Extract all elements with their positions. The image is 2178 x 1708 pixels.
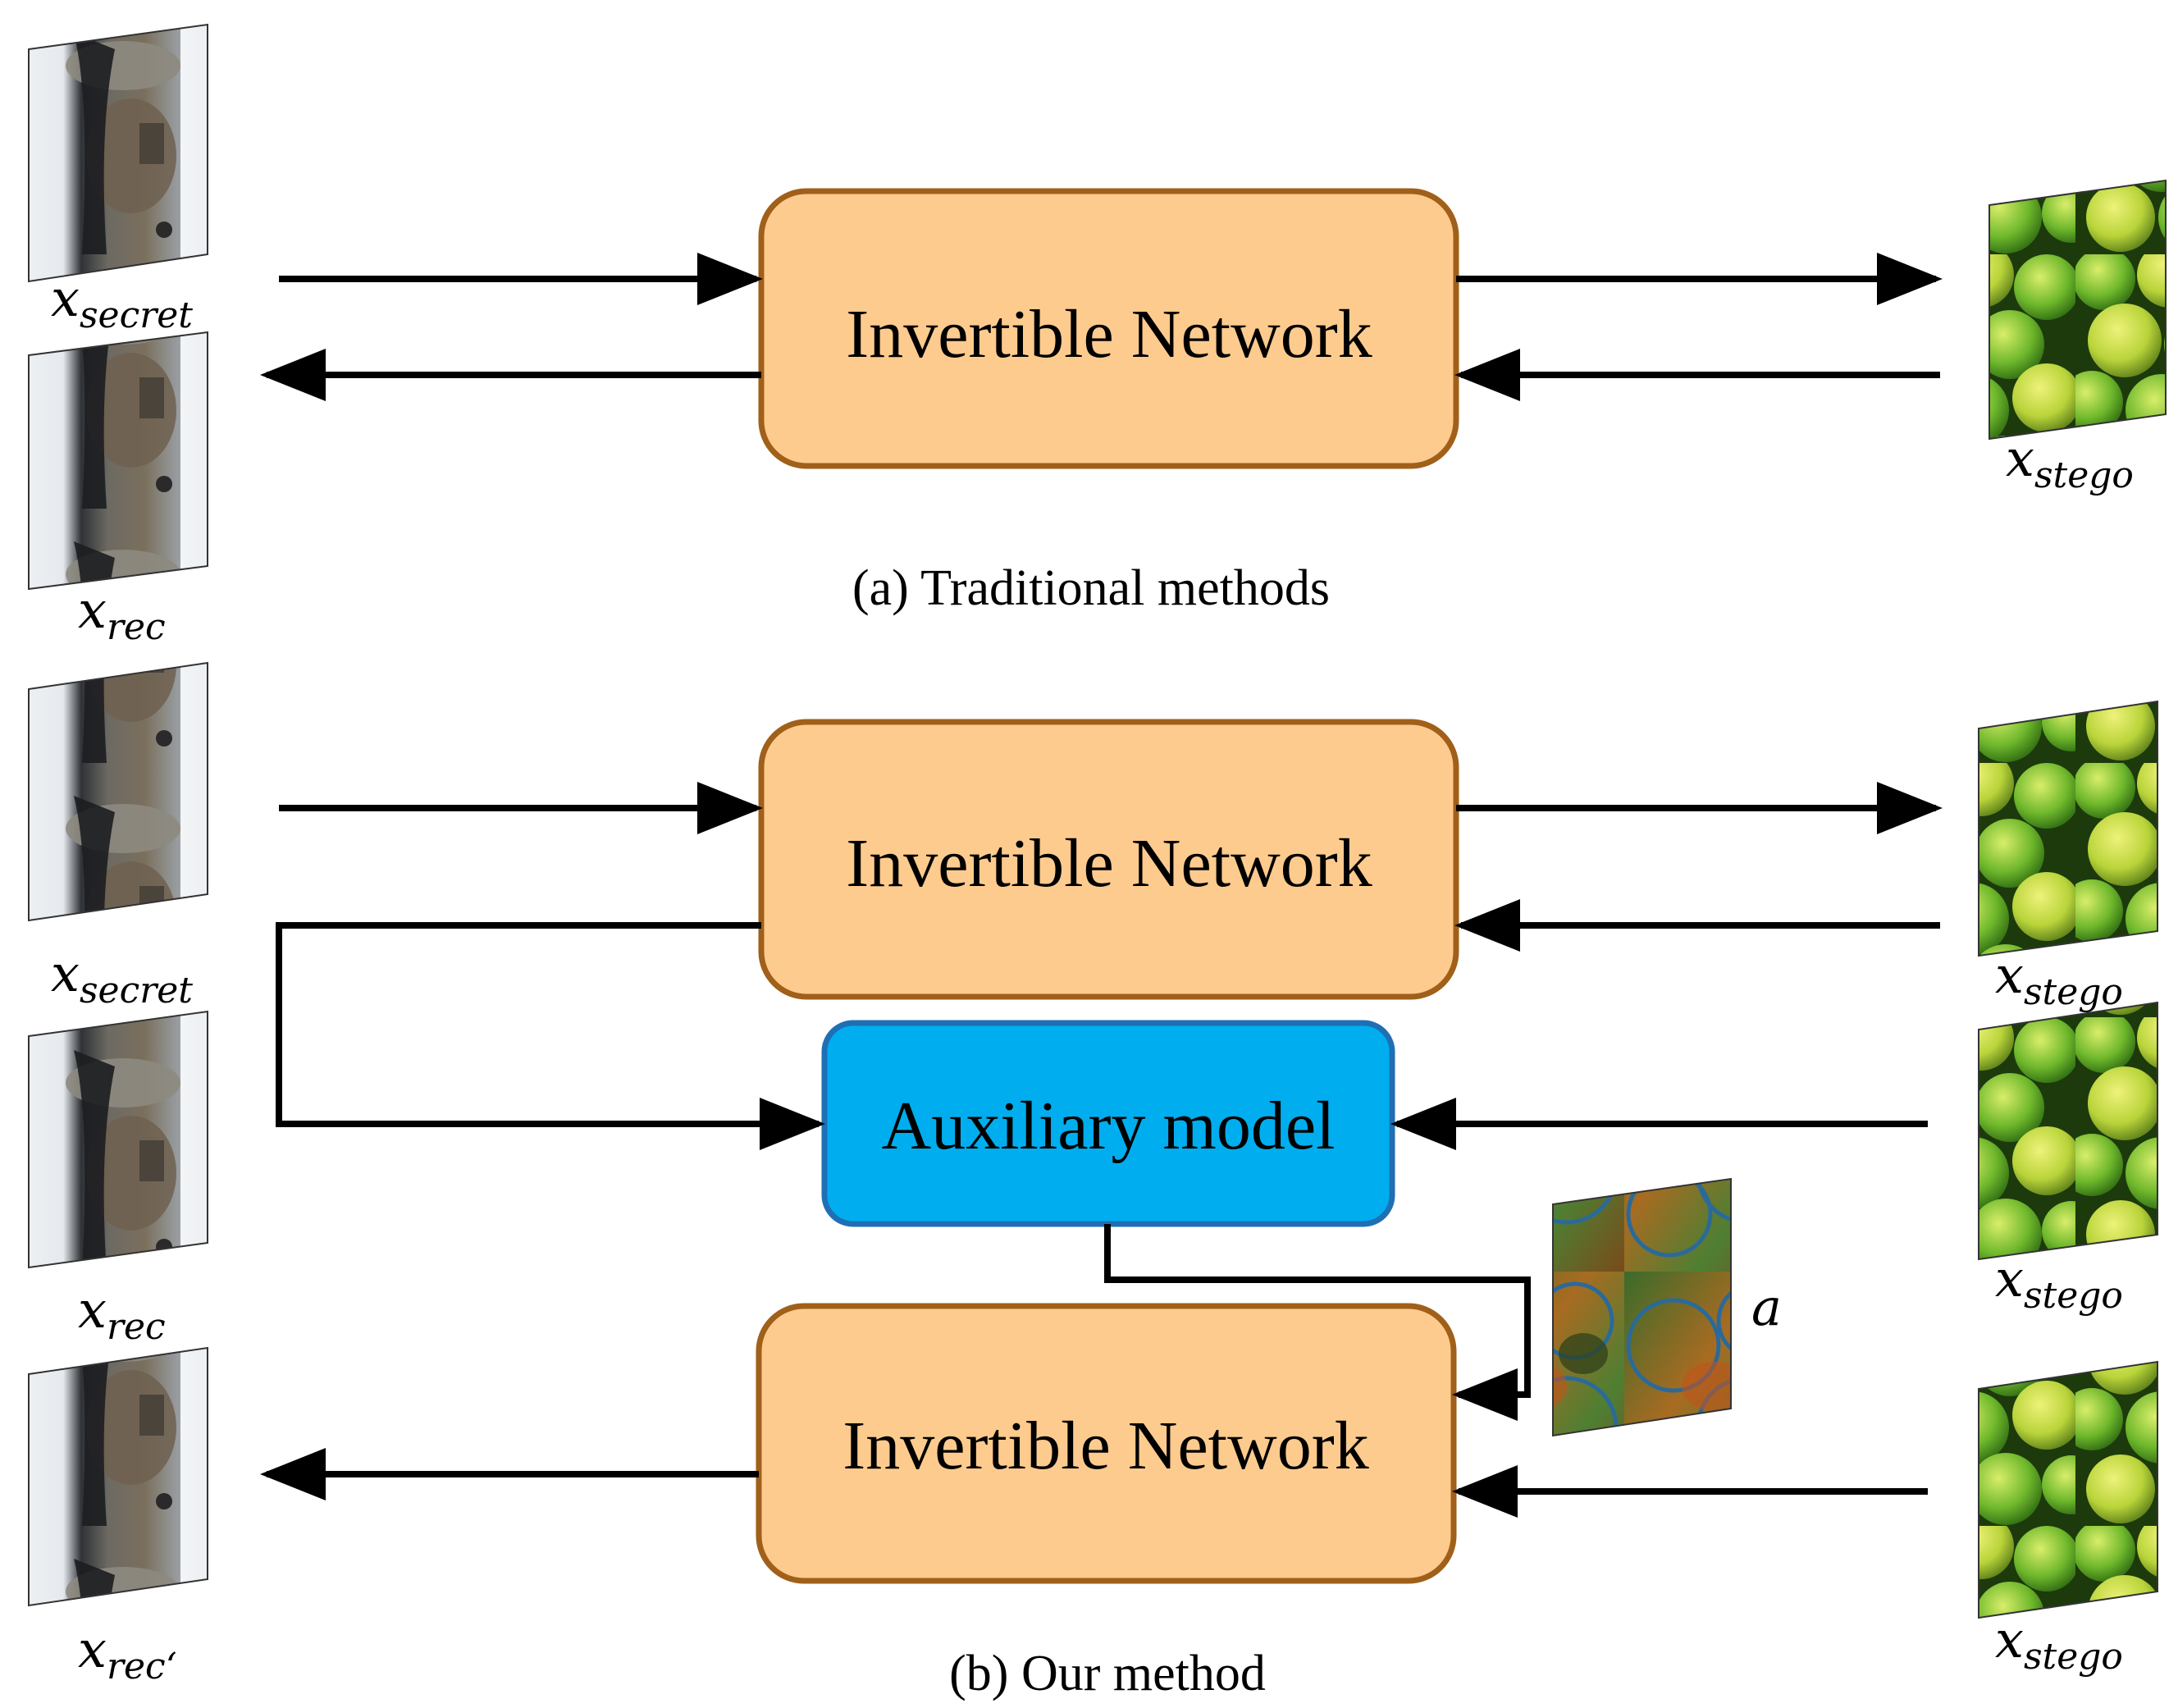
label-rec-a: xrec <box>78 580 166 648</box>
invertible-network-label-b-top: Invertible Network <box>846 825 1372 902</box>
caption-a: (a) Traditional methods <box>852 560 1330 616</box>
label-stego-a: xstego <box>2006 428 2134 496</box>
secret-image-b <box>28 661 208 922</box>
secret-image <box>28 23 208 283</box>
invertible-network-label-b-bottom: Invertible Network <box>842 1408 1368 1484</box>
invertible-network-label-a: Invertible Network <box>846 296 1372 372</box>
label-rec-b: xrec <box>78 1280 166 1348</box>
stego-image <box>1989 179 2167 441</box>
label-rec-prime-b: xrec‘ <box>78 1619 177 1687</box>
label-secret-a: xsecret <box>51 268 193 336</box>
arrow-auxiliary-to-network-bottom <box>1104 1224 1531 1421</box>
label-stego-b1: xstego <box>1995 945 2123 1013</box>
caption-b: (b) Our method <box>949 1646 1266 1701</box>
label-secret-b: xsecret <box>51 943 193 1012</box>
label-stego-b3: xstego <box>1995 1610 2123 1678</box>
label-auxiliary-output: a <box>1751 1277 1782 1337</box>
stego-image-b1 <box>1978 700 2158 957</box>
rec-image-b <box>28 1010 208 1269</box>
rec-image <box>28 331 208 591</box>
invertible-network-box-b-bottom <box>756 1303 1457 1584</box>
rec-prime-image-b <box>28 1346 208 1607</box>
auxiliary-output-image <box>1552 1177 1732 1437</box>
stego-image-b3 <box>1978 1360 2158 1619</box>
invertible-network-box-b-top <box>758 719 1459 1000</box>
arrow-network-to-auxiliary <box>276 922 825 1150</box>
stego-image-b2 <box>1978 1001 2158 1261</box>
label-stego-b2: xstego <box>1995 1249 2123 1317</box>
invertible-network-box-a <box>758 188 1459 469</box>
auxiliary-model-label: Auxiliary model <box>882 1088 1336 1164</box>
